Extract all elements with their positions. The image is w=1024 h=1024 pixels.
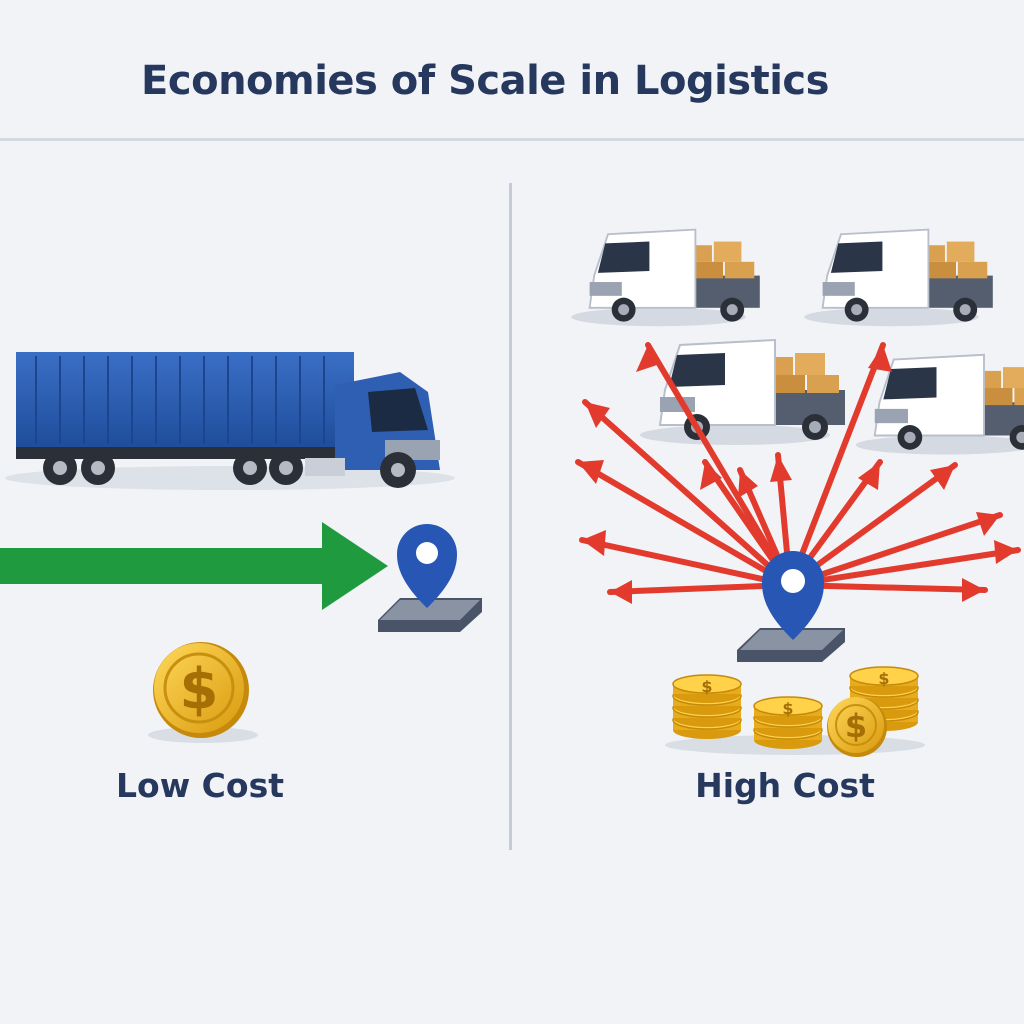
header-divider	[0, 138, 1024, 141]
location-pin-icon	[378, 524, 482, 632]
location-pin-icon	[737, 551, 845, 662]
svg-text:$: $	[180, 657, 219, 722]
container-truck-icon	[5, 352, 455, 490]
panel-divider	[509, 183, 512, 850]
svg-text:$: $	[878, 669, 889, 688]
svg-text:$: $	[701, 677, 712, 696]
svg-text:$: $	[845, 707, 867, 745]
svg-text:$: $	[782, 699, 793, 718]
arrow-heads	[578, 345, 1018, 604]
page-title: Economies of Scale in Logistics	[141, 58, 829, 104]
low-cost-label: Low Cost	[116, 766, 284, 805]
arrow-right-icon	[0, 522, 388, 610]
coin-stack-icon: $ $ $ $	[665, 666, 925, 757]
high-cost-label: High Cost	[695, 766, 875, 805]
delivery-van-icon	[570, 228, 1024, 456]
dollar-coin-icon: $	[148, 642, 258, 743]
